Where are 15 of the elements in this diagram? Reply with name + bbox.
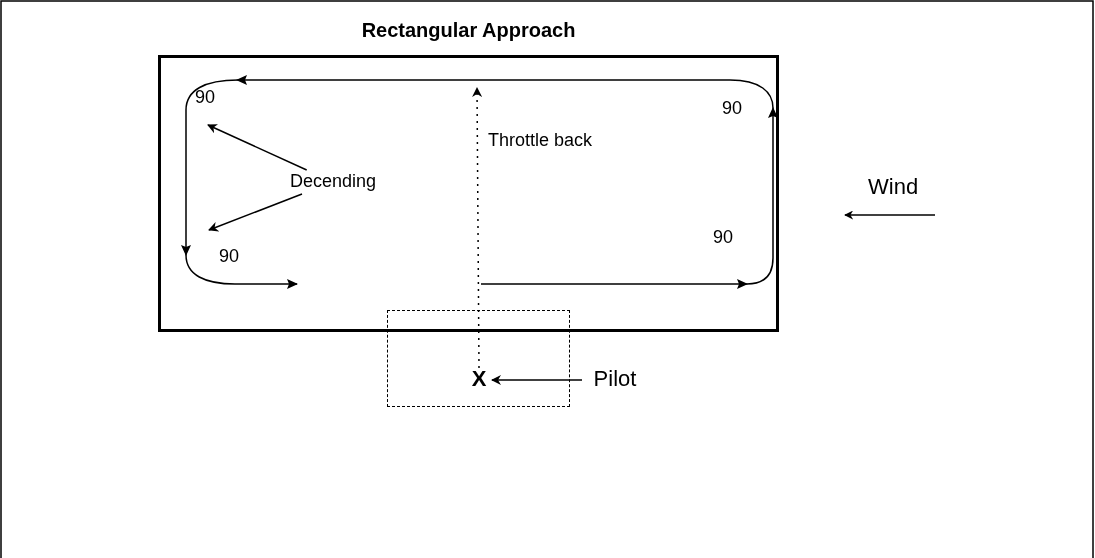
diagram-title: Rectangular Approach	[360, 20, 577, 40]
turn-angle-label: 90	[722, 99, 743, 117]
pilot-position-mark: X	[470, 368, 488, 392]
turn-angle-label: 90	[219, 247, 240, 265]
dashed-area-box	[387, 310, 570, 407]
annotation-text: Throttle back	[488, 131, 593, 149]
arrow	[491, 375, 583, 385]
leader-arrow	[208, 193, 303, 232]
wind-label: Wind	[868, 176, 919, 198]
dotted-arrow	[472, 87, 483, 369]
pilot-label: Pilot	[586, 368, 644, 392]
leader-arrow	[207, 124, 308, 171]
leader-text: Decending	[287, 172, 379, 192]
turn-angle-label: 90	[195, 88, 216, 106]
turn-angle-label: 90	[713, 228, 734, 246]
